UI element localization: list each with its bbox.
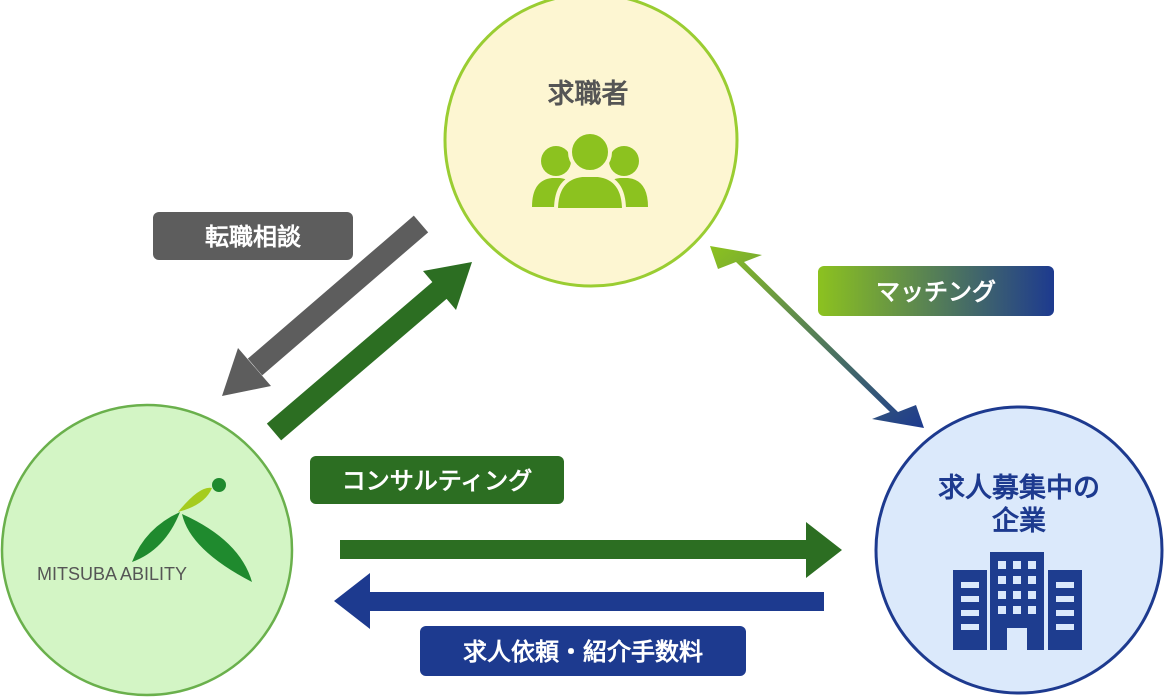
node-job-seeker-title: 求職者 [548,79,629,110]
tag-matching-label: マッチング [876,278,996,306]
arrow-to-company [340,522,842,578]
tag-consulting-label: コンサルティング [342,467,533,495]
node-company-title-line1: 求人募集中の [938,472,1100,504]
people-icon [532,130,648,212]
node-company-title-line2: 企業 [992,505,1046,537]
node-company: 求人募集中の 企業 [874,405,1164,695]
tag-fee: 求人依頼・紹介手数料 [420,626,746,676]
tag-fee-label: 求人依頼・紹介手数料 [463,638,703,666]
tag-career-consult: 転職相談 [153,212,353,260]
building-icon [953,552,1082,650]
mitsuba-logo [132,478,252,582]
node-agency-title: MITSUBA ABILITY [37,564,187,584]
arrow-matching [710,246,924,428]
tag-career-consult-label: 転職相談 [205,223,302,251]
arrow-consulting [266,262,472,441]
arrow-fee [334,573,824,629]
node-agency: MITSUBA ABILITY [0,403,294,697]
tag-consulting: コンサルティング [310,456,564,504]
tag-matching: マッチング [818,266,1054,316]
node-job-seeker: 求職者 [443,0,739,288]
arrow-career-consult [222,215,429,396]
